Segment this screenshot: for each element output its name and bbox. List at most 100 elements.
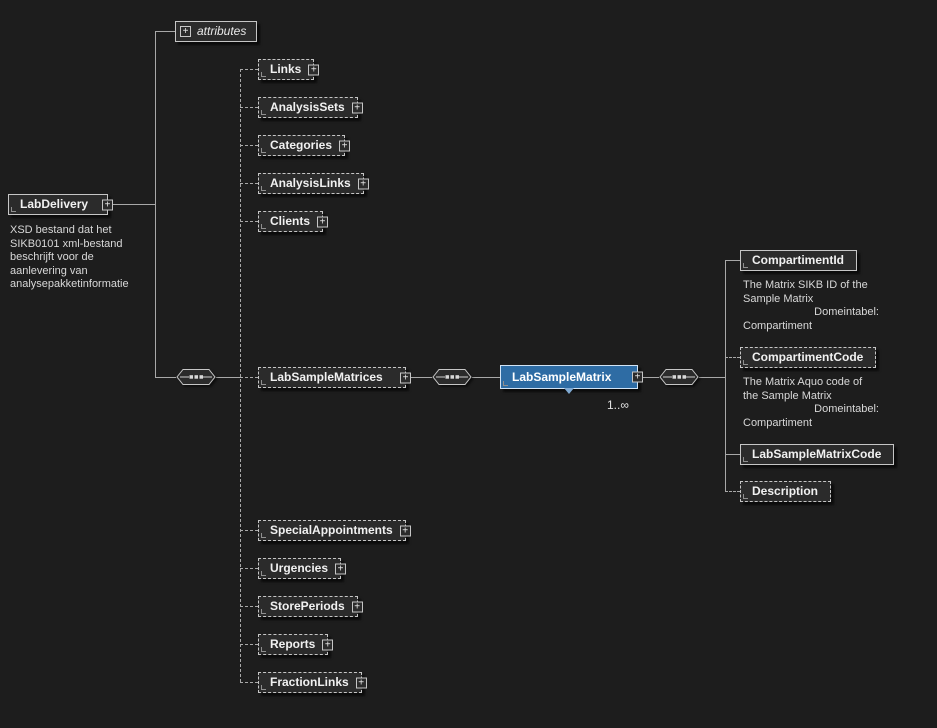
expand-icon[interactable]: + — [317, 216, 329, 227]
element-label: Clients — [270, 214, 311, 228]
domain-value: Compartiment — [743, 319, 813, 332]
element-icon — [261, 72, 266, 77]
element-storeperiods[interactable]: StorePeriods + — [258, 596, 363, 617]
connector-line — [472, 377, 500, 378]
element-icon — [261, 571, 266, 576]
sequence-icon[interactable] — [659, 367, 699, 387]
connector-line — [240, 107, 258, 108]
element-icon — [743, 494, 748, 499]
annotation-text: The Matrix Aquo code of the Sample Matri… — [743, 376, 863, 402]
element-analysislinks[interactable]: AnalysisLinks + — [258, 173, 369, 194]
element-urgencies[interactable]: Urgencies + — [258, 558, 347, 579]
element-label: Description — [752, 484, 819, 498]
connector-line — [725, 260, 740, 261]
domain-label: Domeintabel: — [814, 403, 879, 415]
connector-line — [725, 454, 740, 455]
element-clients[interactable]: Clients + — [258, 211, 329, 232]
element-label: LabSampleMatrix — [512, 370, 612, 384]
connector-line — [240, 644, 258, 645]
element-icon — [261, 380, 266, 385]
connector-line — [240, 377, 258, 378]
connector-line — [406, 377, 432, 378]
sequence-icon[interactable] — [176, 367, 216, 387]
connector-line — [638, 377, 659, 378]
annotation-labdelivery: XSD bestand dat het SIKB0101 xml-bestand… — [10, 224, 160, 292]
connector-line — [240, 530, 258, 531]
annotation-text: XSD bestand dat het SIKB0101 xml-bestand… — [10, 224, 129, 290]
element-icon — [261, 186, 266, 191]
expand-icon[interactable]: + — [322, 639, 334, 650]
expand-icon[interactable]: + — [351, 601, 363, 612]
element-compartimentid[interactable]: CompartimentId — [740, 250, 858, 271]
expand-icon[interactable]: + — [308, 64, 320, 75]
attributes-label: attributes — [197, 24, 247, 38]
element-label: LabSampleMatrices — [270, 370, 383, 384]
connector-line — [240, 221, 258, 222]
element-label: LabSampleMatrixCode — [752, 447, 882, 461]
element-label: SpecialAppointments — [270, 523, 393, 537]
connector-line — [155, 31, 175, 32]
connector-line — [725, 357, 740, 358]
element-specialappointments[interactable]: SpecialAppointments + — [258, 520, 411, 541]
expand-icon[interactable]: + — [102, 199, 113, 210]
element-labdelivery[interactable]: LabDelivery + — [8, 194, 113, 215]
element-label: AnalysisLinks — [270, 176, 351, 190]
connector-line — [155, 377, 176, 378]
element-icon — [261, 224, 266, 229]
expand-icon[interactable]: + — [335, 563, 347, 574]
element-label: CompartimentId — [752, 253, 845, 267]
element-label: AnalysisSets — [270, 100, 345, 114]
element-icon — [261, 110, 266, 115]
element-label: Urgencies — [270, 561, 329, 575]
connector-line — [240, 183, 258, 184]
element-label: StorePeriods — [270, 599, 345, 613]
expand-icon[interactable]: + — [399, 525, 411, 536]
element-icon — [261, 148, 266, 153]
connector-line — [108, 204, 155, 205]
element-icon — [743, 457, 748, 462]
attributes-box[interactable]: + attributes — [175, 21, 258, 42]
element-links[interactable]: Links + — [258, 59, 320, 80]
connector-line — [240, 69, 258, 70]
connector-line — [725, 260, 726, 491]
expand-icon[interactable]: + — [351, 102, 363, 113]
element-labsamplematrices[interactable]: LabSampleMatrices + — [258, 367, 411, 388]
element-labsamplematrix-selected[interactable]: LabSampleMatrix + — [500, 365, 643, 394]
connector-line — [240, 682, 258, 683]
expand-icon[interactable]: + — [632, 371, 643, 383]
element-icon — [743, 263, 748, 268]
element-label: FractionLinks — [270, 675, 349, 689]
expand-icon[interactable]: + — [339, 140, 351, 151]
element-labsamplematrixcode[interactable]: LabSampleMatrixCode — [740, 444, 895, 465]
element-description[interactable]: Description — [740, 481, 832, 502]
attributes-expand-icon[interactable]: + — [180, 26, 191, 37]
annotation-compartimentid: The Matrix SIKB ID of the Sample Matrix … — [743, 279, 883, 333]
element-icon — [261, 609, 266, 614]
connector-line — [240, 568, 258, 569]
element-label: Categories — [270, 138, 333, 152]
element-reports[interactable]: Reports + — [258, 634, 334, 655]
element-analysissets[interactable]: AnalysisSets + — [258, 97, 363, 118]
element-icon — [503, 381, 508, 386]
element-categories[interactable]: Categories + — [258, 135, 351, 156]
expand-icon[interactable]: + — [400, 372, 411, 383]
element-icon — [261, 533, 266, 538]
connector-line — [240, 145, 258, 146]
expand-icon[interactable]: + — [355, 677, 367, 688]
annotation-text: The Matrix SIKB ID of the Sample Matrix — [743, 279, 868, 305]
element-icon — [261, 685, 266, 690]
element-label: CompartimentCode — [752, 350, 864, 364]
element-compartimentcode[interactable]: CompartimentCode — [740, 347, 877, 368]
connector-line — [155, 31, 156, 377]
element-icon — [261, 647, 266, 652]
connector-line — [240, 606, 258, 607]
connector-line — [240, 69, 241, 682]
selection-handle[interactable] — [564, 388, 574, 394]
expand-icon[interactable]: + — [357, 178, 369, 189]
element-fractionlinks[interactable]: FractionLinks + — [258, 672, 367, 693]
domain-value: Compartiment — [743, 416, 813, 429]
connector-line — [699, 377, 725, 378]
occurrence-label: 1..∞ — [607, 398, 629, 412]
sequence-icon[interactable] — [432, 367, 472, 387]
